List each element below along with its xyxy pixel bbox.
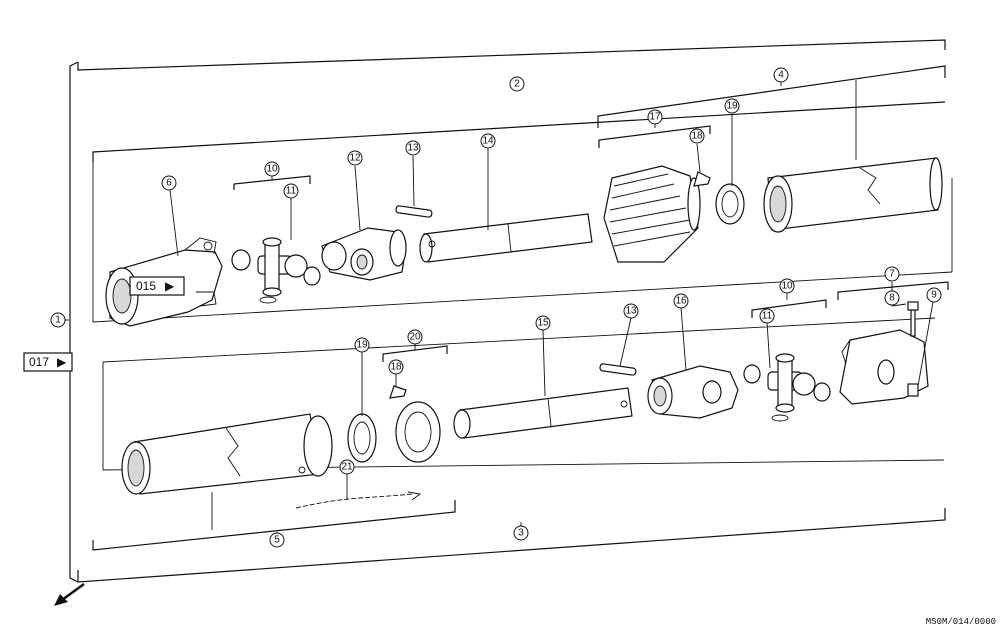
callout-3: 3 (513, 525, 529, 541)
svg-text:18: 18 (390, 362, 402, 373)
inner-tube-part (419, 213, 593, 263)
bearing-ring-part (715, 183, 745, 225)
svg-text:17: 17 (649, 112, 661, 123)
callout-20: 20 (407, 329, 423, 345)
callout-17: 17 (647, 109, 663, 125)
assembly-brackets (69, 39, 953, 583)
callout-7: 7 (884, 266, 900, 282)
roll-pin-lower-part (599, 363, 637, 376)
svg-text:16: 16 (675, 296, 687, 307)
svg-text:18: 18 (691, 131, 703, 142)
callout-5: 5 (269, 532, 285, 548)
svg-text:8: 8 (889, 293, 895, 304)
nut-part (907, 383, 919, 397)
callout-11-top: 11 (283, 183, 299, 199)
svg-text:12: 12 (349, 153, 361, 164)
svg-text:15: 15 (537, 318, 549, 329)
svg-text:1: 1 (55, 315, 61, 326)
callout-1: 1 (50, 312, 66, 328)
callout-18-bottom: 18 (388, 359, 404, 375)
chain-hook-part (407, 491, 422, 501)
callout-2: 2 (509, 76, 525, 92)
reference-box-015[interactable]: 015 ▶ (129, 276, 185, 296)
callout-16: 16 (673, 293, 689, 309)
svg-text:2: 2 (514, 79, 520, 90)
outer-guard-tube-part (763, 157, 943, 233)
callout-8: 8 (884, 290, 900, 306)
svg-text:5: 5 (274, 535, 280, 546)
svg-text:10: 10 (266, 164, 278, 175)
svg-text:3: 3 (518, 528, 524, 539)
svg-text:21: 21 (341, 462, 353, 473)
callout-13-bottom: 13 (623, 303, 639, 319)
universal-cross-part (231, 237, 321, 304)
callout-19-top: 19 (724, 98, 740, 114)
svg-text:017: 017 (29, 355, 49, 369)
svg-text:20: 20 (409, 332, 421, 343)
bolt-part (907, 301, 919, 337)
callout-15: 15 (535, 315, 551, 331)
svg-text:9: 9 (931, 290, 937, 301)
callout-11-bottom: 11 (759, 308, 775, 324)
callout-19-bottom: 19 (354, 337, 370, 353)
inner-yoke-lower-part (647, 365, 739, 419)
shear-bolt-yoke-part (839, 329, 929, 405)
callout-21: 21 (339, 459, 355, 475)
svg-text:10: 10 (781, 281, 793, 292)
callout-13-top: 13 (405, 140, 421, 156)
arrow-right-icon: ▶ (165, 279, 175, 293)
callout-10-bottom: 10 (779, 278, 795, 294)
callout-18-top: 18 (689, 128, 705, 144)
svg-text:11: 11 (286, 186, 297, 197)
roll-pin-part (395, 205, 433, 218)
svg-text:14: 14 (482, 136, 494, 147)
callout-10-top: 10 (264, 161, 280, 177)
svg-text:19: 19 (356, 340, 368, 351)
parts-bottom-row (121, 301, 929, 509)
drawing-code: MS0M/014/0000 (926, 617, 996, 627)
bearing-ring-lower-part (347, 413, 377, 463)
callout-4: 4 (773, 67, 789, 83)
svg-text:4: 4 (778, 70, 784, 81)
svg-text:7: 7 (889, 269, 895, 280)
safety-chain-part (295, 493, 415, 509)
callout-12: 12 (347, 150, 363, 166)
inner-tube-lower-part (453, 387, 633, 439)
inner-yoke-part (321, 227, 407, 281)
svg-text:13: 13 (407, 143, 419, 154)
svg-text:6: 6 (166, 178, 172, 189)
guard-cone-lower-part (395, 401, 441, 463)
callout-6: 6 (161, 175, 177, 191)
svg-text:015: 015 (136, 279, 156, 293)
reference-box-017[interactable]: 017 ▶ (23, 352, 73, 372)
svg-text:13: 13 (625, 306, 637, 317)
universal-cross-lower-part (743, 353, 831, 422)
direction-arrow-icon (54, 582, 85, 606)
callout-14: 14 (480, 133, 496, 149)
arrow-right-icon: ▶ (57, 355, 67, 369)
svg-text:19: 19 (726, 101, 738, 112)
parts-top-row (105, 157, 943, 327)
guard-cone-part (603, 165, 701, 263)
screw-part (693, 171, 711, 187)
screw-lower-part (389, 385, 407, 399)
outer-guard-tube-lower-part (121, 413, 333, 495)
callout-9: 9 (926, 287, 942, 303)
svg-text:11: 11 (762, 311, 773, 322)
